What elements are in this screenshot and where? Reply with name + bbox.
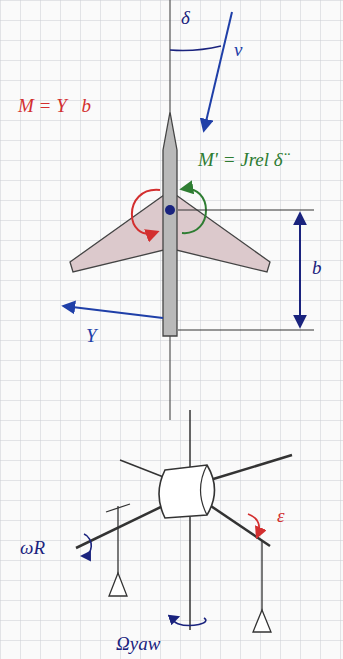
yaw-axis — [189, 517, 191, 630]
gimbal-axle — [120, 460, 166, 478]
tilt-angle-label: ε — [277, 506, 285, 527]
pendulum-weight — [109, 573, 127, 596]
yaw-axis — [189, 410, 191, 468]
gimbal-axle — [210, 455, 292, 480]
dimension-line — [178, 210, 314, 211]
angle-symbol: δ — [181, 8, 190, 29]
angle-arc — [170, 46, 221, 51]
velocity-label: v⃗ — [234, 40, 257, 61]
fuselage — [163, 112, 177, 336]
gimbal-bar — [106, 504, 130, 512]
rotor-axle — [76, 505, 165, 548]
dimension-line — [178, 330, 314, 331]
velocity-vector — [204, 12, 232, 130]
inertia-moment-arrow — [182, 189, 206, 233]
pendulum-rod — [117, 506, 118, 575]
dimension-arrow — [299, 214, 301, 266]
moment-arrow — [132, 190, 160, 234]
reference-axis — [169, 0, 170, 112]
yaw-rate-arrow — [174, 617, 206, 625]
yaw-rate-label: Ωyaw — [116, 634, 160, 655]
reference-axis — [169, 336, 170, 420]
gyro-housing — [201, 465, 208, 515]
pendulum-rod — [261, 540, 262, 612]
tilt-arrow — [248, 514, 259, 537]
gyro-housing — [159, 465, 215, 518]
force-label: Y⃗ — [86, 326, 111, 347]
pendulum-weight — [253, 610, 271, 632]
spin-rate-label: ωR — [20, 538, 45, 559]
dimension-arrow — [299, 266, 301, 326]
side-force-vector — [64, 306, 163, 318]
tilt-axle — [202, 500, 270, 546]
center-of-mass — [165, 205, 175, 215]
spin-arrow — [82, 534, 91, 556]
moment-label: M = Y⃗b — [18, 96, 91, 117]
inertia-moment-label: M' = Jrel δ̈ — [198, 150, 283, 171]
dimension-label: b — [312, 258, 322, 279]
